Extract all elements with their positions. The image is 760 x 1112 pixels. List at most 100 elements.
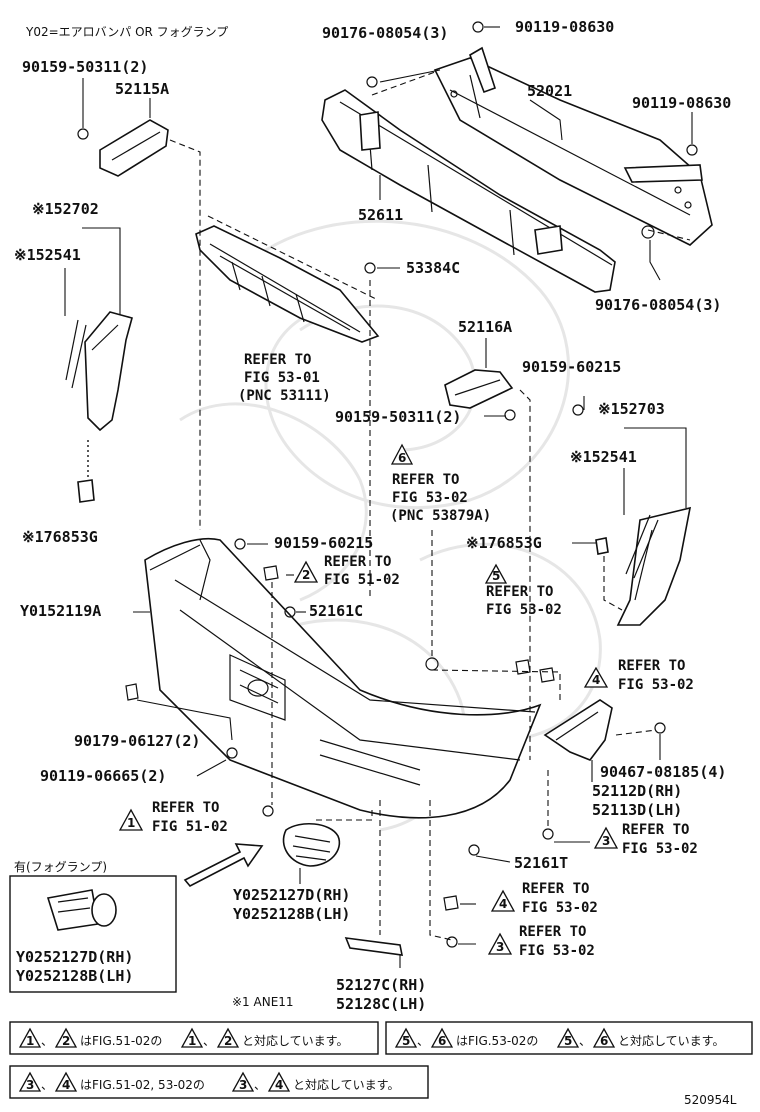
fasteners [125, 21, 698, 948]
ref-grille-line2: FIG 53-01 [244, 370, 320, 386]
note-triangle-icon [231, 1071, 255, 1092]
ref-6-line3: (PNC 53879A) [390, 508, 491, 524]
label-152702: ※152702 [32, 200, 99, 218]
label-Y0252128B-box: Y0252128B(LH) [16, 967, 133, 985]
label-90159-50311-mid: 90159-50311(2) [335, 408, 461, 426]
label-152541-right: ※152541 [570, 448, 637, 466]
ref-2-line2: FIG 51-02 [324, 572, 400, 588]
alignment-lines [87, 71, 691, 941]
note-text: と対応しています。 [242, 1034, 348, 1048]
label-Y0252127D-box: Y0252127D(RH) [16, 948, 133, 966]
triangle-3a-num: 3 [602, 834, 610, 848]
label-176853G-left: ※176853G [22, 528, 98, 546]
ref-grille-line1: REFER TO [244, 352, 311, 368]
note-text: 2 [62, 1034, 70, 1048]
note-text: 4 [62, 1078, 70, 1092]
side-extension-right [595, 506, 692, 626]
triangle-5-num: 5 [492, 569, 500, 583]
note-triangle-icon [54, 1071, 78, 1092]
absorber-52611 [321, 89, 616, 293]
note-text: 6 [600, 1034, 608, 1048]
retainer-52116A [444, 369, 584, 421]
label-52161T: 52161T [514, 854, 568, 872]
fog-lamp-box: 有(フォグランプ) Y0252127D(RH) Y0252128B(LH) [9, 860, 177, 993]
label-52115A: 52115A [115, 80, 169, 98]
label-152703: ※152703 [598, 400, 665, 418]
label-90119-06665: 90119-06665(2) [40, 767, 166, 785]
label-52127C: 52127C(RH) [336, 976, 426, 994]
label-52113D: 52113D(LH) [592, 801, 682, 819]
ref-6-line2: FIG 53-02 [392, 490, 468, 506]
diagram-code: 520954L [684, 1093, 737, 1107]
fog-box-title: 有(フォグランプ) [14, 860, 107, 874]
note-text: 1 [188, 1034, 196, 1048]
note-text: 、 [41, 1078, 53, 1092]
triangle-1-num: 1 [127, 816, 135, 830]
triangle-4b [490, 889, 516, 912]
side-extension-left [65, 311, 133, 503]
footnote: ※1 ANE11 [232, 995, 294, 1009]
label-Y0152119A: Y0152119A [20, 602, 101, 620]
note-text: はFIG.53-02の [456, 1034, 538, 1048]
ref-1-line1: REFER TO [152, 800, 219, 816]
label-90176-right: 90176-08054(3) [595, 296, 721, 314]
triangle-3a [593, 826, 619, 849]
ref-3b-line1: REFER TO [519, 924, 586, 940]
note-frame [9, 1065, 429, 1099]
note-frame [385, 1021, 753, 1055]
ref-3a-line1: REFER TO [622, 822, 689, 838]
header-note: Y02=エアロバンパ OR フォグランプ [25, 25, 228, 39]
label-52161C: 52161C [309, 602, 363, 620]
note-text: と対応しています。 [618, 1034, 724, 1048]
fog-box-frame [9, 875, 177, 993]
ref-1-line2: FIG 51-02 [152, 819, 228, 835]
note-text: 、 [579, 1034, 591, 1048]
note-box-2: 5 、 6 はFIG.53-02の 5 、 6 と対応しています。 [385, 1021, 753, 1055]
ref-5-line1: REFER TO [486, 584, 553, 600]
label-90159-60215-low: 90159-60215 [274, 534, 373, 552]
note-triangle-icon [394, 1027, 418, 1048]
label-52021: 52021 [527, 82, 572, 100]
label-Y0252128B-mid: Y0252128B(LH) [233, 905, 350, 923]
label-52611: 52611 [358, 206, 403, 224]
note-text: 5 [564, 1034, 572, 1048]
fog-cover [282, 823, 341, 867]
refer-labels: REFER TO FIG 53-01 (PNC 53111) 6 REFER T… [118, 352, 698, 959]
note-triangle-icon [180, 1027, 204, 1048]
ref-grille-line3: (PNC 53111) [238, 388, 331, 404]
label-176853G-right: ※176853G [466, 534, 542, 552]
note-text: はFIG.51-02の [80, 1034, 162, 1048]
triangle-2-num: 2 [302, 568, 310, 582]
ref-4b-line2: FIG 53-02 [522, 900, 598, 916]
label-Y0252127D-mid: Y0252127D(RH) [233, 886, 350, 904]
triangle-3b [487, 932, 513, 955]
triangle-6 [390, 443, 414, 465]
note-box-1: 1 、 2 はFIG.51-02の 1 、 2 と対応しています。 [9, 1021, 379, 1055]
triangle-2 [293, 560, 319, 583]
arrow [183, 843, 264, 888]
upper-grille [195, 225, 380, 343]
note-text: 、 [203, 1034, 215, 1048]
note-text: 3 [239, 1078, 247, 1092]
note-text: はFIG.51-02, 53-02の [80, 1078, 205, 1092]
part-labels: 90176-08054(3) 90119-08630 90159-50311(2… [14, 18, 731, 1013]
triangle-4a [583, 666, 609, 688]
label-90119-top: 90119-08630 [515, 18, 614, 36]
triangle-4a-num: 4 [592, 673, 600, 687]
ref-6-line1: REFER TO [392, 472, 459, 488]
note-text: 6 [438, 1034, 446, 1048]
ref-2-line1: REFER TO [324, 554, 391, 570]
note-text: 、 [417, 1034, 429, 1048]
ref-3b-line2: FIG 53-02 [519, 943, 595, 959]
note-triangle-icon [592, 1027, 616, 1048]
label-90179: 90179-06127(2) [74, 732, 200, 750]
note-text: 1 [26, 1034, 34, 1048]
note-frame [9, 1021, 379, 1055]
note-triangle-icon [18, 1071, 42, 1092]
label-152541-left: ※152541 [14, 246, 81, 264]
triangle-6-num: 6 [398, 451, 406, 465]
note-triangle-icon [216, 1027, 240, 1048]
note-triangle-icon [18, 1027, 42, 1048]
